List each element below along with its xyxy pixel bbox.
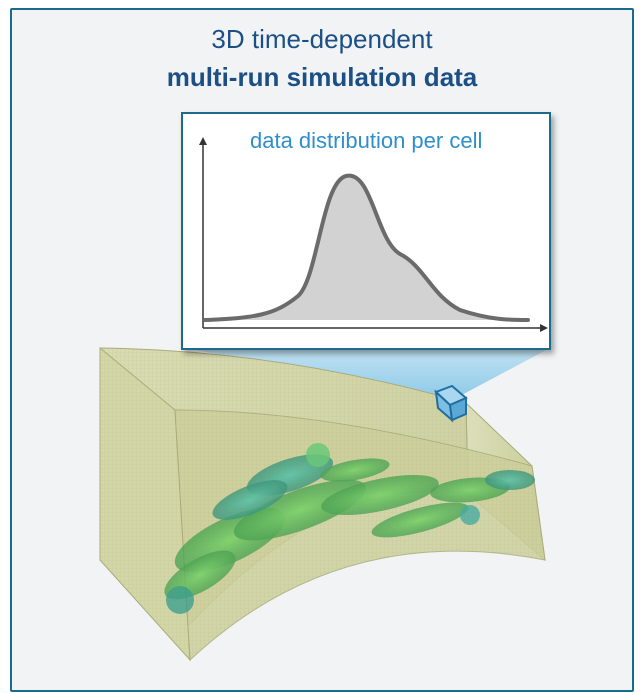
probability-density-curve-icon [203, 173, 530, 322]
distribution-inset [181, 112, 551, 350]
x-axis-arrow-icon [540, 324, 548, 332]
highlighted-cell-cube-icon [434, 384, 468, 423]
inset-label: data distribution per cell [250, 128, 483, 153]
y-axis-arrow-icon [199, 137, 207, 145]
projection-beam [186, 348, 550, 398]
simulation-features [164, 443, 535, 614]
3d-volume-mesh-icon [99, 346, 546, 662]
title-line-1: 3D time-dependent [211, 24, 433, 54]
title-line-2: multi-run simulation data [166, 62, 478, 92]
